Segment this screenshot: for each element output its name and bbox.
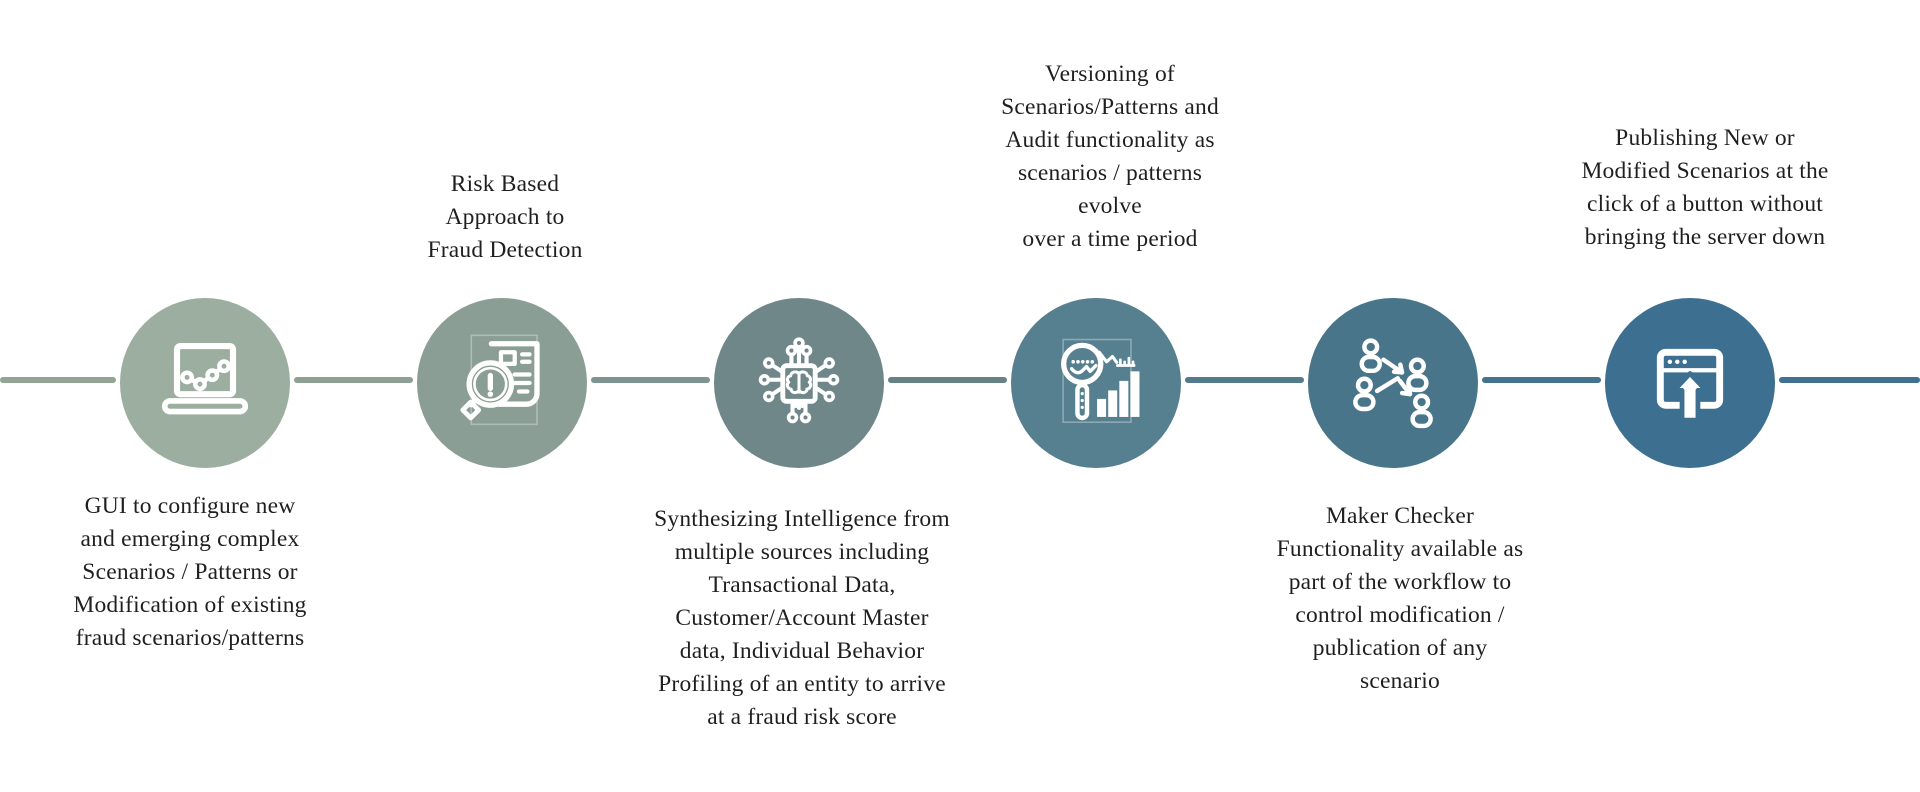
timeline-connector-segment	[294, 377, 413, 383]
publish-upload-icon	[1656, 348, 1724, 423]
step-circle-gui-configure	[120, 298, 290, 468]
step-circle-publishing	[1605, 298, 1775, 468]
timeline-connector-segment	[1185, 377, 1304, 383]
step-label-synthesizing-intelligence: Synthesizing Intelligence from multiple …	[654, 506, 950, 730]
timeline-connector-segment	[1779, 377, 1920, 383]
step-label-risk-based: Risk Based Approach to Fraud Detection	[427, 171, 583, 263]
timeline-connector-segment	[0, 377, 116, 383]
step-label-gui-configure: GUI to configure new and emerging comple…	[73, 493, 307, 651]
step-circle-maker-checker	[1308, 298, 1478, 468]
ai-chip-brain-icon	[758, 337, 840, 424]
step-label-maker-checker: Maker Checker Functionality available as…	[1276, 503, 1524, 694]
laptop-chart-icon	[161, 342, 249, 415]
step-label-publishing: Publishing New or Modified Scenarios at …	[1581, 125, 1829, 250]
maker-checker-people-icon	[1353, 338, 1433, 429]
magnifier-news-icon	[460, 334, 540, 426]
step-circle-versioning-audit	[1011, 298, 1181, 468]
step-label-versioning-audit: Versioning of Scenarios/Patterns and Aud…	[1001, 61, 1219, 252]
timeline-connector-segment	[888, 377, 1007, 383]
timeline-connector-segment	[591, 377, 710, 383]
step-circle-risk-based	[417, 298, 587, 468]
timeline-connector-segment	[1482, 377, 1601, 383]
magnifier-analytics-icon	[1061, 338, 1140, 424]
step-circle-synthesizing-intelligence	[714, 298, 884, 468]
